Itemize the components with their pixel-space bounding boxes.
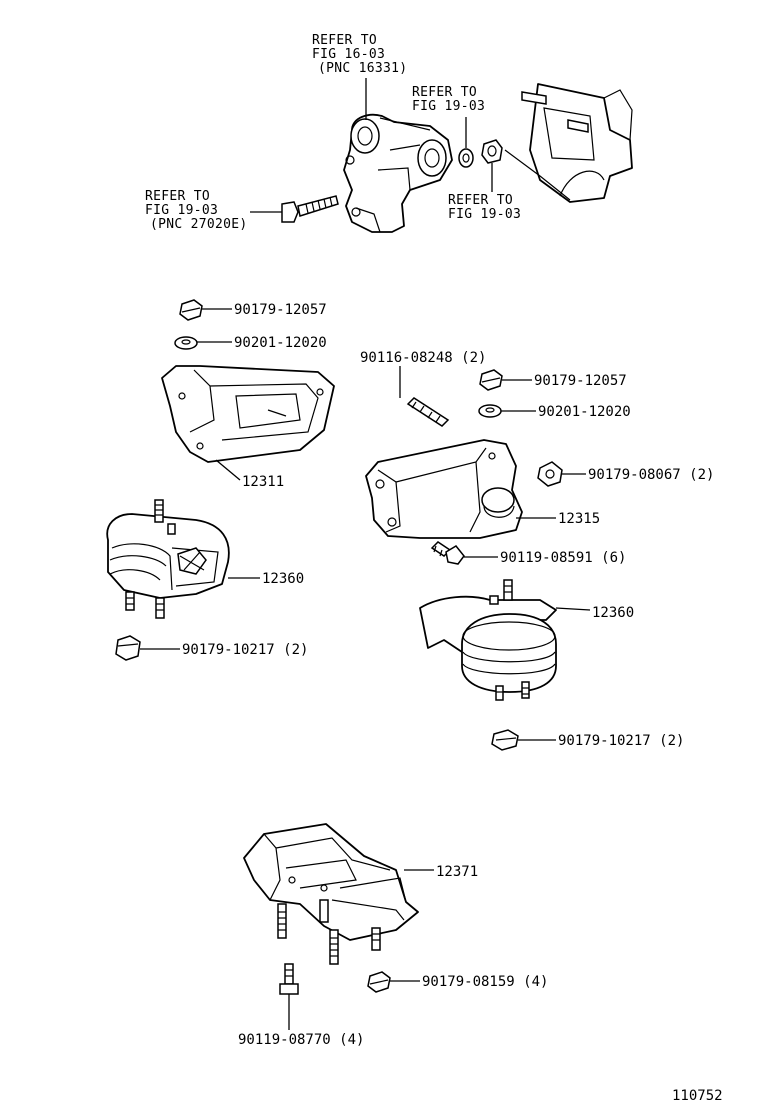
part-90179-08159: 90179-08159 (4) (422, 974, 548, 990)
bolt-90119-08770-drawing (279, 963, 299, 1030)
part-12360-left: 12360 (262, 571, 304, 587)
nut-90179-12057-left-drawing (179, 299, 232, 321)
nut-90179-10217-left-drawing (115, 635, 180, 661)
stud-90116-08248-drawing (399, 366, 450, 427)
figure-number: 110752 (672, 1088, 723, 1104)
engine-mounting-bracket-drawing (250, 78, 633, 233)
part-90179-12057-left: 90179-12057 (234, 302, 327, 318)
part-12311: 12311 (242, 474, 284, 490)
bolt-90119-08591-drawing (430, 541, 498, 565)
ref-fig-16-03-line1: REFER TO (312, 33, 377, 48)
bracket-12311-drawing (161, 365, 335, 481)
ref-fig-19-03-a-line2: FIG 19-03 (412, 99, 485, 114)
washer-90201-12020-left-drawing (174, 336, 232, 350)
ref-fig-16-03-line3: (PNC 16331) (318, 61, 407, 76)
nut-90179-08067-drawing (537, 461, 586, 487)
part-12315: 12315 (558, 511, 600, 527)
washer-90201-12020-right-drawing (478, 404, 536, 418)
part-90119-08770: 90119-08770 (4) (238, 1032, 364, 1048)
part-90201-12020-right: 90201-12020 (538, 404, 631, 420)
ref-fig-19-03-b-line1: REFER TO (145, 189, 210, 204)
part-90179-10217-right: 90179-10217 (2) (558, 733, 684, 749)
rear-mount-12371-drawing (243, 823, 434, 965)
bracket-12315-drawing (365, 439, 556, 539)
ref-fig-19-03-a-line1: REFER TO (412, 85, 477, 100)
insulator-12360-right-drawing (419, 579, 591, 701)
part-90119-08591: 90119-08591 (6) (500, 550, 626, 566)
ref-fig-19-03-c-line1: REFER TO (448, 193, 513, 208)
nut-90179-08159-drawing (367, 971, 420, 993)
ref-fig-19-03-b-line2: FIG 19-03 (145, 203, 218, 218)
ref-fig-19-03-c-line2: FIG 19-03 (448, 207, 521, 222)
ref-fig-19-03-b-line3: (PNC 27020E) (150, 217, 248, 232)
part-90179-10217-left: 90179-10217 (2) (182, 642, 308, 658)
nut-90179-10217-right-drawing (491, 729, 556, 751)
part-12371: 12371 (436, 864, 478, 880)
part-12360-right: 12360 (592, 605, 634, 621)
part-90179-12057-right: 90179-12057 (534, 373, 627, 389)
nut-90179-12057-right-drawing (479, 369, 532, 391)
ref-fig-16-03-line2: FIG 16-03 (312, 47, 385, 62)
insulator-12360-left-drawing (106, 499, 260, 619)
part-90116-08248: 90116-08248 (2) (360, 350, 486, 366)
part-90201-12020-left: 90201-12020 (234, 335, 327, 351)
part-90179-08067: 90179-08067 (2) (588, 467, 714, 483)
